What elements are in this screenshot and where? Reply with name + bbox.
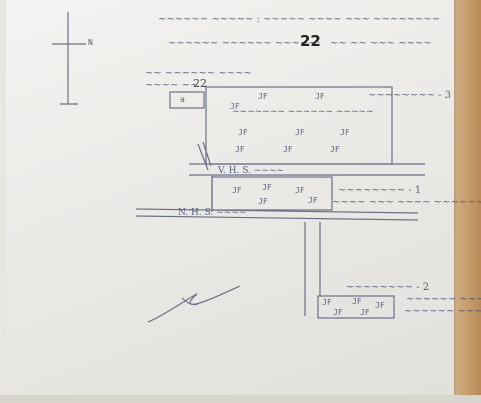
middle-block [211, 176, 333, 211]
bottom-strip [0, 395, 481, 403]
label-middle-right-2: ~~~~ ~~~ ~~~~ ~~~~~~ [332, 197, 481, 208]
left-note-line-2: ~~~~ ~~ [145, 80, 199, 91]
mark-jf: JF [235, 145, 245, 154]
mark-jf: JF [232, 186, 242, 195]
lower-road-bottom [135, 215, 419, 221]
mark-jf: JF [333, 308, 343, 317]
header-line-2-prefix: ~~~~~~ ~~~~~~ ~~~~~: [168, 38, 321, 49]
label-bottom-right-1: ~~~~~~~~ - 2 [346, 282, 430, 293]
mark-jf: JF [295, 128, 305, 137]
mark-jf: JF [258, 92, 268, 101]
mark-jf: JF [230, 102, 240, 111]
mark-jf: JF [330, 145, 340, 154]
mark-jf: JF [258, 197, 268, 206]
label-bottom-right-2: ~~~~~~ ~~~~~ [406, 294, 481, 305]
header-line-2-suffix: ~~ ~~ ~~~ ~~~~ [330, 38, 432, 49]
label-bottom-right-3: ~~~~~~ ~~~~~ [404, 306, 481, 317]
small-box-mark: a [180, 95, 185, 104]
mark-jf: JF [322, 298, 332, 307]
left-note-line-1: ~~ ~~~~~~ ~~~~ [145, 68, 252, 79]
mark-jf: JF [375, 301, 385, 310]
road-label-upper: V. H. S. ~~~~ [218, 166, 284, 176]
top-block [205, 86, 393, 165]
lower-road-top [135, 208, 419, 214]
north-label: N [88, 38, 93, 47]
mark-jf: JF [283, 145, 293, 154]
small-box [169, 91, 205, 109]
left-note-plot-number: 22 [193, 77, 207, 90]
header-plot-number: 22 [300, 32, 321, 50]
mark-jf: JF [340, 128, 350, 137]
label-top-right: ~~~~~~~~ - 3 [368, 90, 452, 101]
mark-jf: JF [238, 128, 248, 137]
mark-jf: JF [262, 183, 272, 192]
label-inner-title: ~~~~~~~ ~~~~~~ ~~~~~ [232, 107, 374, 117]
bottom-block [317, 295, 395, 319]
label-middle-right-1: ~~~~~~~~ - 1 [338, 185, 422, 196]
header-line-1: ~~~~~~ ~~~~~ : ~~~~~ ~~~~ ~~~ ~~~~~~~~ [158, 14, 441, 25]
road-label-lower: N. H. S. ~~~~ [178, 208, 247, 218]
mark-jf: JF [308, 196, 318, 205]
mark-jf: JF [295, 186, 305, 195]
paper-sheet [6, 0, 454, 396]
mark-jf: JF [360, 308, 370, 317]
mark-jf: JF [352, 297, 362, 306]
mark-jf: JF [315, 92, 325, 101]
signature [147, 285, 241, 323]
